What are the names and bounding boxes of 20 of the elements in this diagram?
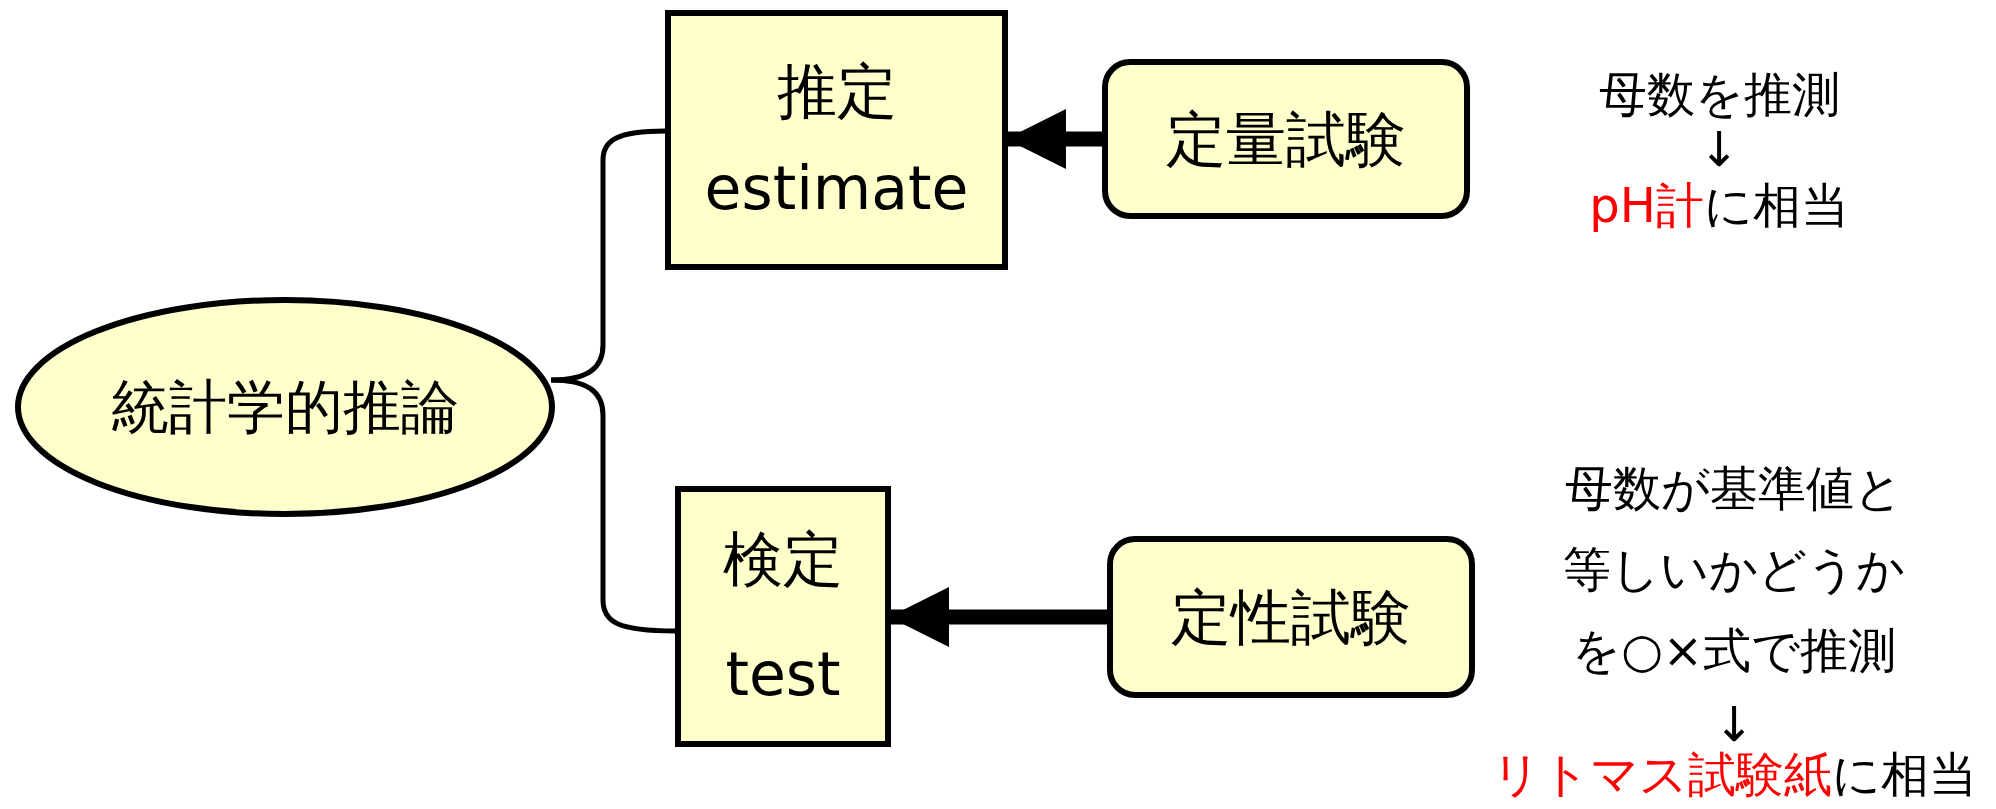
node-label: 統計学的推論 bbox=[111, 371, 459, 443]
node-label: 定性試験 bbox=[1171, 580, 1411, 654]
process-box bbox=[665, 10, 1008, 270]
note-text: 母数が基準値と等しいかどうかを○×式で推測 bbox=[1562, 459, 1906, 680]
process-box bbox=[675, 486, 891, 747]
node-label: estimate bbox=[704, 152, 969, 225]
highlight-text: リトマス試験紙 bbox=[1491, 746, 1832, 804]
note-text: に相当 bbox=[1703, 177, 1849, 235]
node-label: 検定 bbox=[723, 522, 843, 596]
note-text: 母数を推測 bbox=[1598, 66, 1840, 124]
rounded-box bbox=[1102, 59, 1470, 219]
brace-connector bbox=[550, 377, 676, 634]
note-text: に相当 bbox=[1831, 746, 1977, 804]
node-label: test bbox=[725, 637, 841, 711]
node-label: 定量試験 bbox=[1166, 102, 1406, 176]
highlight-text: pH計 bbox=[1589, 177, 1704, 235]
arrow-symbol: ↓ bbox=[1698, 121, 1740, 179]
node-label: 推定 bbox=[776, 55, 897, 128]
brace-connector bbox=[550, 128, 666, 383]
rounded-box bbox=[1107, 536, 1475, 698]
